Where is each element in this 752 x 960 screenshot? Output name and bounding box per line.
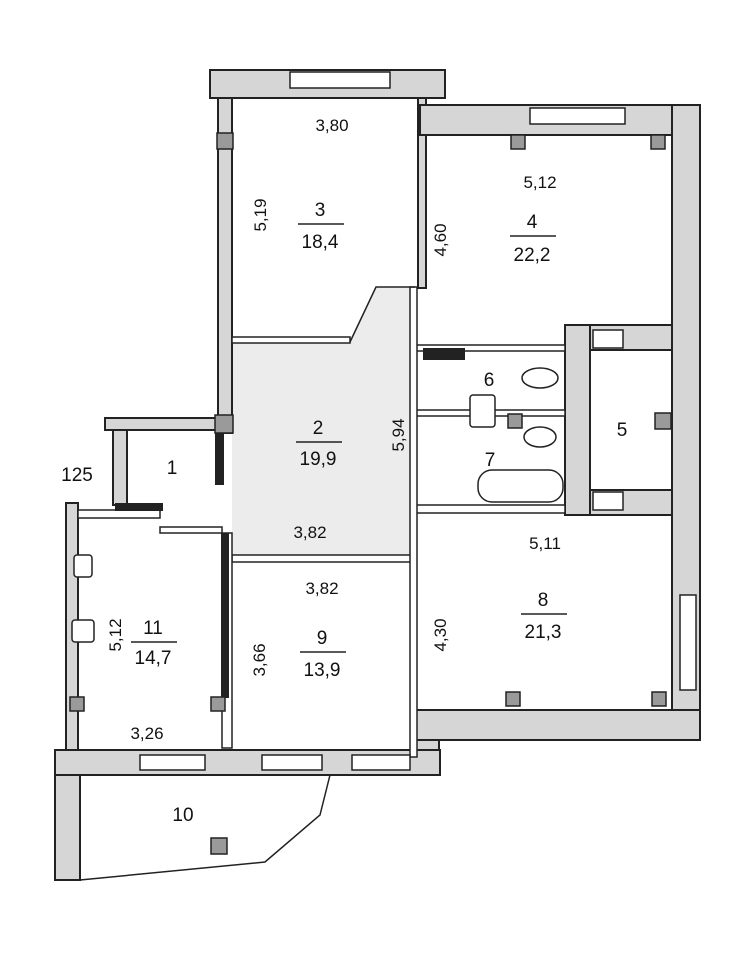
room-1-number: 1 (167, 458, 178, 479)
room-9-number: 9 (317, 628, 328, 649)
room-4-number: 4 (527, 212, 538, 233)
corridor-width: 125 (61, 465, 93, 486)
toilet-icon (521, 367, 559, 389)
room-3-length: 5,19 (251, 198, 270, 231)
room-8-width: 5,11 (529, 534, 561, 553)
room-9-length: 3,66 (250, 643, 269, 676)
room-7-number: 7 (485, 450, 496, 471)
windows (139, 71, 697, 771)
room-3-area: 18,4 (302, 232, 339, 253)
room-4-area: 22,2 (514, 245, 551, 266)
room-2-width: 3,82 (293, 523, 326, 542)
room-8-number: 8 (538, 590, 549, 611)
room-4-width: 5,12 (523, 173, 556, 192)
room-8-area: 21,3 (525, 622, 562, 643)
sink-icon (469, 394, 496, 428)
room-4-length: 4,60 (431, 223, 450, 256)
stove-icon (71, 619, 95, 643)
room-5-number: 5 (617, 420, 628, 441)
columns (69, 132, 672, 855)
room-9-area: 13,9 (304, 660, 341, 681)
room-11-length: 5,12 (106, 618, 125, 651)
room-2-area: 19,9 (300, 449, 337, 470)
room-11-number: 11 (143, 618, 163, 639)
room-11-area: 14,7 (135, 648, 172, 669)
room-labels: 3,80 5,19 3 18,4 5,12 4,60 4 22,2 6 7 5 … (61, 116, 627, 826)
room-3-width: 3,80 (315, 116, 348, 135)
room-2-floor (232, 287, 415, 555)
room-2-length: 5,94 (389, 418, 408, 451)
room-3-number: 3 (315, 200, 326, 221)
walls (54, 69, 701, 881)
room-2-number: 2 (313, 418, 324, 439)
room-10-number: 10 (172, 805, 193, 826)
room-8-length: 4,30 (431, 618, 450, 651)
room-6-number: 6 (484, 370, 495, 391)
toilet-icon (523, 426, 557, 448)
bathtub-icon (477, 469, 564, 503)
room-11-width: 3,26 (130, 724, 163, 743)
watermark-logo: Циан (530, 807, 626, 851)
room-9-width: 3,82 (305, 579, 338, 598)
kitchen-sink-icon (73, 554, 93, 578)
